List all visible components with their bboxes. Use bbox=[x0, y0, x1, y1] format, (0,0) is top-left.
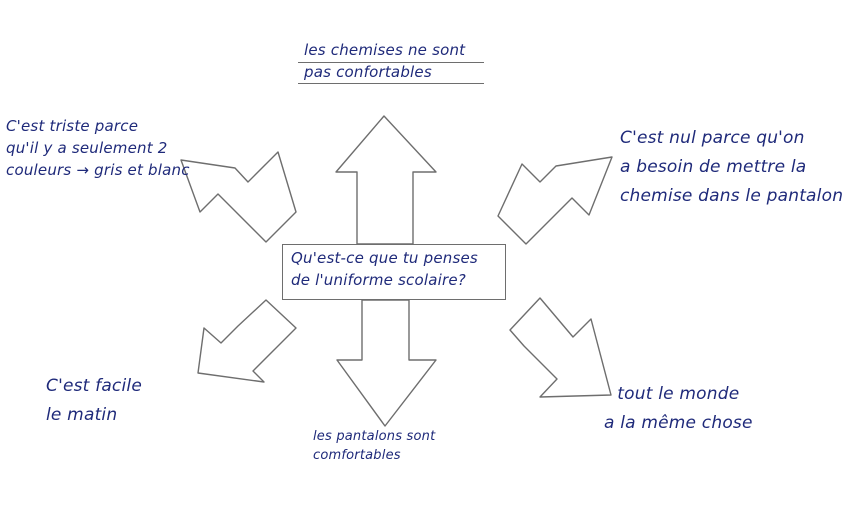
note-top-line-2: pas confortables bbox=[304, 62, 432, 81]
note-right-top-line-1: C'est nul parce qu'on bbox=[620, 128, 805, 148]
central-question-box: Qu'est-ce que tu penses de l'uniforme sc… bbox=[282, 244, 506, 300]
arrow-up-left bbox=[180, 151, 297, 243]
note-left-top-line-2: qu'il y a seulement 2 bbox=[6, 138, 168, 157]
arrow-down bbox=[336, 299, 437, 427]
note-top: les chemises ne sont pas confortables bbox=[298, 40, 484, 84]
note-top-line-1: les chemises ne sont bbox=[304, 41, 466, 59]
note-bottom: les pantalons sont comfortables bbox=[313, 428, 435, 466]
note-right-bottom-line-2: a la même chose bbox=[604, 412, 753, 433]
note-left-bottom: C'est facile le matin bbox=[46, 372, 142, 430]
arrow-down-left bbox=[197, 299, 297, 383]
note-left-bottom-line-1: C'est facile bbox=[46, 376, 142, 396]
central-question-line-1: Qu'est-ce que tu penses bbox=[291, 249, 478, 267]
note-left-top-line-3: couleurs → gris et blanc bbox=[6, 160, 190, 179]
note-top-underline-2 bbox=[298, 83, 484, 84]
note-left-top-line-1: C'est triste parce bbox=[6, 117, 139, 135]
note-top-underline-1 bbox=[298, 62, 484, 63]
note-right-top-line-2: a besoin de mettre la bbox=[620, 156, 807, 177]
note-left-top: C'est triste parce qu'il y a seulement 2… bbox=[6, 116, 190, 181]
note-right-bottom-line-1: tout le monde bbox=[617, 384, 740, 404]
central-question: Qu'est-ce que tu penses de l'uniforme sc… bbox=[291, 248, 478, 292]
arrow-up-right bbox=[497, 156, 613, 245]
note-bottom-line-1: les pantalons sont bbox=[313, 429, 436, 444]
note-bottom-line-2: comfortables bbox=[313, 447, 401, 463]
arrow-up bbox=[335, 115, 437, 245]
note-right-top-line-3: chemise dans le pantalon. bbox=[620, 185, 844, 206]
note-right-top: C'est nul parce qu'on a besoin de mettre… bbox=[620, 124, 844, 211]
note-right-bottom: tout le monde a la même chose bbox=[604, 380, 753, 438]
central-question-line-2: de l'uniforme scolaire? bbox=[291, 270, 466, 289]
arrow-down-right bbox=[509, 297, 612, 398]
note-left-bottom-line-2: le matin bbox=[46, 404, 118, 425]
